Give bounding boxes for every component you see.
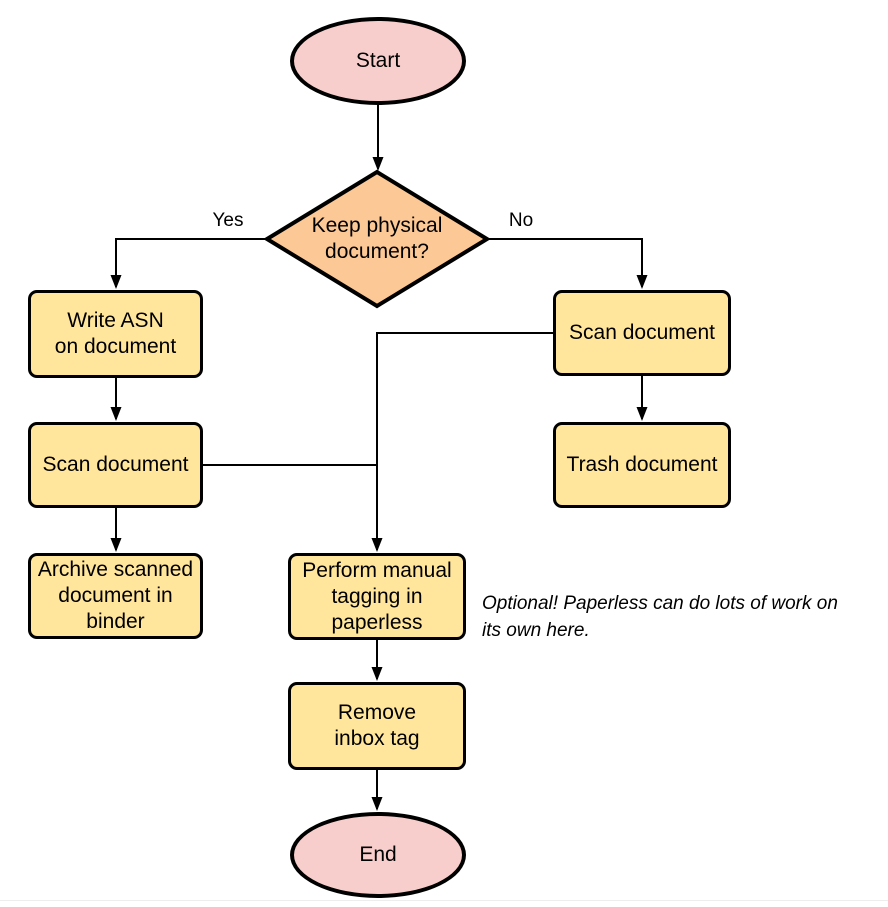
node-scan-document-left-label: Scan document	[42, 453, 189, 476]
node-scan-document-right: Scan document	[553, 290, 731, 376]
optional-note: Optional! Paperless can do lots of work …	[482, 590, 888, 644]
node-trash-document-label: Trash document	[566, 453, 718, 476]
node-start-label: Start	[355, 49, 401, 72]
node-manual-tagging-label: tagging in	[331, 584, 423, 608]
node-scan-document-left: Scan document	[28, 422, 203, 508]
optional-note-line: its own here.	[482, 620, 590, 641]
edge-scan-right-to-tagging	[371, 332, 553, 552]
node-manual-tagging: Perform manual tagging in paperless	[288, 553, 466, 640]
node-trash-document: Trash document	[553, 422, 731, 508]
edge-label-yes: Yes	[212, 210, 244, 231]
node-write-asn-label: Write ASN	[67, 309, 164, 332]
node-end-label: End	[359, 843, 397, 866]
edge-decision-yes-to-write-asn	[110, 238, 267, 289]
node-remove-inbox-tag: Remove inbox tag	[288, 682, 466, 770]
node-start: Start	[290, 17, 466, 105]
node-remove-inbox-tag-label: inbox tag	[334, 727, 420, 750]
node-write-asn: Write ASN on document	[28, 290, 203, 378]
node-end: End	[290, 812, 466, 898]
node-manual-tagging-label: paperless	[331, 610, 423, 634]
page-bottom-divider	[0, 900, 888, 901]
node-manual-tagging-label: Perform manual	[302, 558, 452, 582]
optional-note-line: Optional! Paperless can do lots of work …	[482, 593, 838, 614]
node-remove-inbox-tag-label: Remove	[337, 701, 417, 724]
node-write-asn-label: on document	[54, 335, 177, 358]
node-decision-label: Keep physical document?	[277, 213, 477, 265]
decision-label-line: Keep physical	[311, 214, 443, 237]
node-archive-label: document in	[58, 584, 173, 607]
node-archive-label: Archive scanned	[37, 558, 194, 581]
node-scan-document-right-label: Scan document	[569, 321, 715, 344]
node-archive-scanned-document: Archive scanned document in binder	[28, 553, 203, 639]
decision-label-line: document?	[325, 240, 429, 263]
edge-decision-no-to-scan-right	[487, 238, 648, 289]
edge-label-no: No	[508, 210, 534, 231]
node-archive-label: binder	[86, 610, 145, 633]
